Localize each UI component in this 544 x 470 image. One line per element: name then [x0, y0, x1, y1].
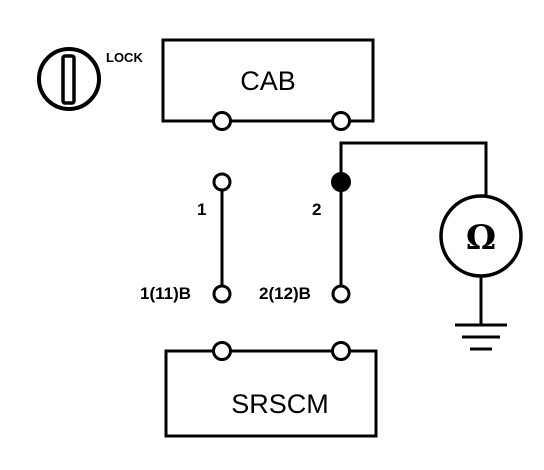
ignition-key-icon [37, 47, 101, 111]
srscm-terminal-1 [212, 341, 232, 361]
connector-pin-1-top [212, 172, 232, 192]
srscm-label: SRSCM [231, 389, 329, 419]
srscm-terminal-2 [331, 341, 351, 361]
ohmmeter-icon: Ω [439, 194, 523, 278]
lock-label: LOCK [106, 50, 143, 65]
probe-point [331, 172, 351, 192]
cab-label: CAB [240, 66, 296, 96]
cab-box [161, 38, 375, 123]
pin-2-12b-label: 2(12)B [259, 284, 311, 303]
ground-icon [455, 323, 507, 351]
cab-terminal-1 [212, 111, 232, 131]
pin-2-label: 2 [312, 200, 321, 219]
connector-pin-2-bottom [331, 284, 351, 304]
cab-terminal-2 [331, 111, 351, 131]
connector-pin-1-bottom [212, 284, 232, 304]
meter-lead-positive [339, 141, 488, 205]
srscm-box [164, 349, 378, 438]
ohm-symbol: Ω [466, 218, 496, 258]
pin-1-label: 1 [197, 200, 206, 219]
pin-1-11b-label: 1(11)B [140, 284, 191, 303]
